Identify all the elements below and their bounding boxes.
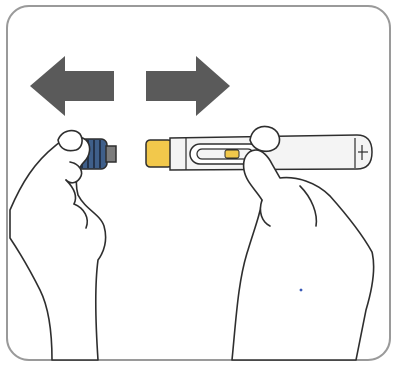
arrow-left-icon bbox=[30, 56, 114, 116]
marker-dot bbox=[299, 288, 303, 292]
right-hand-icon bbox=[231, 125, 375, 361]
injection-pen-icon bbox=[145, 134, 373, 171]
arrow-right-icon bbox=[146, 56, 230, 116]
left-hand-icon bbox=[9, 129, 107, 361]
